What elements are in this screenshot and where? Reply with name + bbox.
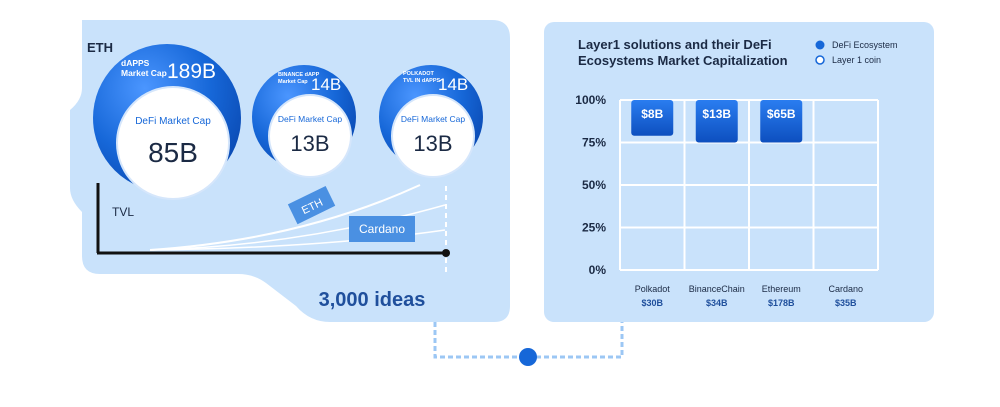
y-tick-label: 25% bbox=[582, 221, 606, 235]
connector-node bbox=[519, 348, 537, 366]
inner-circle-label: DeFi Market Cap bbox=[278, 114, 343, 124]
eth-curve bbox=[149, 184, 421, 251]
right-panel-background bbox=[544, 22, 934, 322]
inner-circle bbox=[391, 94, 475, 178]
outer-circle-value: 189B bbox=[167, 60, 216, 83]
axis-end-dot bbox=[442, 249, 450, 257]
tvl-axis-label: TVL bbox=[112, 205, 134, 219]
category-label: Ethereum bbox=[762, 284, 801, 294]
outer-circle-label: dAPPS Market Cap bbox=[121, 58, 167, 78]
category-label: BinanceChain bbox=[689, 284, 745, 294]
defi-bar bbox=[695, 100, 738, 143]
left-panel: ETH dAPPS Market Cap 189B DeFi Market Ca… bbox=[70, 20, 510, 322]
outer-circle-value: 14B bbox=[438, 75, 468, 94]
layer1-cap-label: $178B bbox=[768, 298, 795, 308]
y-tick-label: 0% bbox=[589, 263, 607, 277]
legend-label-defi: DeFi Ecosystem bbox=[832, 40, 898, 50]
right-panel: Layer1 solutions and their DeFi Ecosyste… bbox=[544, 22, 934, 322]
category-label: Polkadot bbox=[635, 284, 671, 294]
chart-bars: $8B $13B $65B bbox=[631, 100, 803, 143]
ideas-footer: 3,000 ideas bbox=[319, 289, 426, 311]
chart-y-ticks: 100% 75% 50% 25% 0% bbox=[575, 93, 606, 277]
eth-curve-tag bbox=[287, 186, 336, 225]
inner-circle-value: 85B bbox=[148, 137, 198, 168]
circle-group-eth: dAPPS Market Cap 189B DeFi Market Cap 85… bbox=[93, 44, 241, 200]
bar-value-label: $65B bbox=[767, 107, 796, 121]
circle-group-binance: BINANCE dAPP Market Cap 14B DeFi Market … bbox=[252, 65, 356, 178]
chart-grid bbox=[619, 99, 879, 271]
defi-bar bbox=[760, 100, 803, 143]
circle-group-polkadot: POLKADOT TVL IN dAPPS 14B DeFi Market Ca… bbox=[379, 65, 483, 178]
inner-circle-label: DeFi Market Cap bbox=[135, 116, 211, 127]
mid-curve bbox=[149, 204, 446, 251]
panel-connector bbox=[433, 322, 624, 366]
outer-circle-value: 14B bbox=[311, 75, 341, 94]
y-tick-label: 75% bbox=[582, 136, 606, 150]
inner-circle-value: 13B bbox=[290, 131, 329, 156]
bar-value-label: $13B bbox=[702, 107, 731, 121]
inner-circle-value: 13B bbox=[413, 131, 452, 156]
chart-legend: DeFi Ecosystem Layer 1 coin bbox=[815, 40, 898, 65]
y-tick-label: 100% bbox=[575, 93, 606, 107]
tvl-diagram: TVL ETH Cardano bbox=[96, 183, 450, 275]
y-tick-label: 50% bbox=[582, 178, 606, 192]
bar-value-label: $8B bbox=[641, 107, 663, 121]
chart-categories: Polkadot $30B BinanceChain $34B Ethereum $178… bbox=[635, 284, 863, 308]
eth-panel-label: ETH bbox=[87, 40, 113, 55]
legend-marker-layer1 bbox=[815, 55, 825, 65]
category-label: Cardano bbox=[828, 284, 863, 294]
legend-marker-defi bbox=[815, 40, 825, 50]
inner-circle bbox=[268, 94, 352, 178]
outer-circle-label: POLKADOT TVL IN dAPPS bbox=[403, 71, 441, 84]
inner-circle bbox=[116, 86, 230, 200]
cardano-curve-label: Cardano bbox=[359, 222, 405, 236]
layer1-cap-label: $34B bbox=[706, 298, 728, 308]
outer-circle-label: BINANCE dAPP Market Cap bbox=[278, 72, 320, 85]
layer1-cap-label: $30B bbox=[641, 298, 663, 308]
layer1-cap-label: $35B bbox=[835, 298, 857, 308]
cardano-curve-tag bbox=[349, 216, 415, 242]
chart-title-line2: Ecosystems Market Capitalization bbox=[578, 53, 788, 68]
legend-label-layer1: Layer 1 coin bbox=[832, 55, 881, 65]
inner-circle-label: DeFi Market Cap bbox=[401, 114, 466, 124]
defi-bar bbox=[631, 100, 674, 136]
chart-title-line1: Layer1 solutions and their DeFi bbox=[578, 37, 772, 52]
